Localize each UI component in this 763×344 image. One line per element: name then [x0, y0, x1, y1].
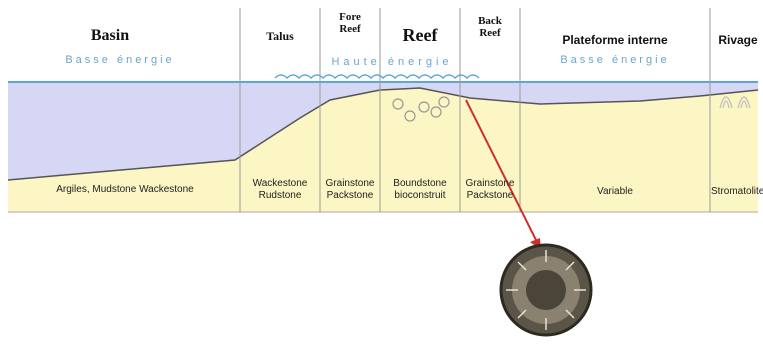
zone-title-back-reef: Back Reef	[462, 16, 518, 39]
facies-basin: Argiles, Mudstone Wackestone	[20, 184, 230, 196]
zone-title-plateforme: Plateforme interne	[530, 34, 700, 47]
zone-title-rivage: Rivage	[714, 34, 762, 47]
zone-title-basin: Basin	[40, 28, 180, 45]
wave-ripples	[275, 75, 479, 78]
facies-back-reef: Grainstone Packstone	[461, 178, 519, 202]
facies-talus: Wackestone Rudstone	[242, 178, 318, 202]
facies-reef: Boundstone bioconstruit	[381, 178, 459, 202]
facies-rivage: Stromatolites	[711, 186, 763, 198]
zone-subtitle-basin: Basse énergie	[40, 54, 200, 66]
zone-title-fore-reef: Fore Reef	[322, 12, 378, 35]
facies-plateforme: Variable	[530, 186, 700, 198]
zone-subtitle-plateforme: Basse énergie	[530, 54, 700, 66]
facies-fore-reef: Grainstone Packstone	[321, 178, 379, 202]
haute-energie-label: Haute énergie	[322, 56, 462, 68]
zone-title-reef: Reef	[382, 26, 458, 45]
coral-inset-image	[501, 245, 591, 335]
zone-title-talus: Talus	[245, 30, 315, 43]
